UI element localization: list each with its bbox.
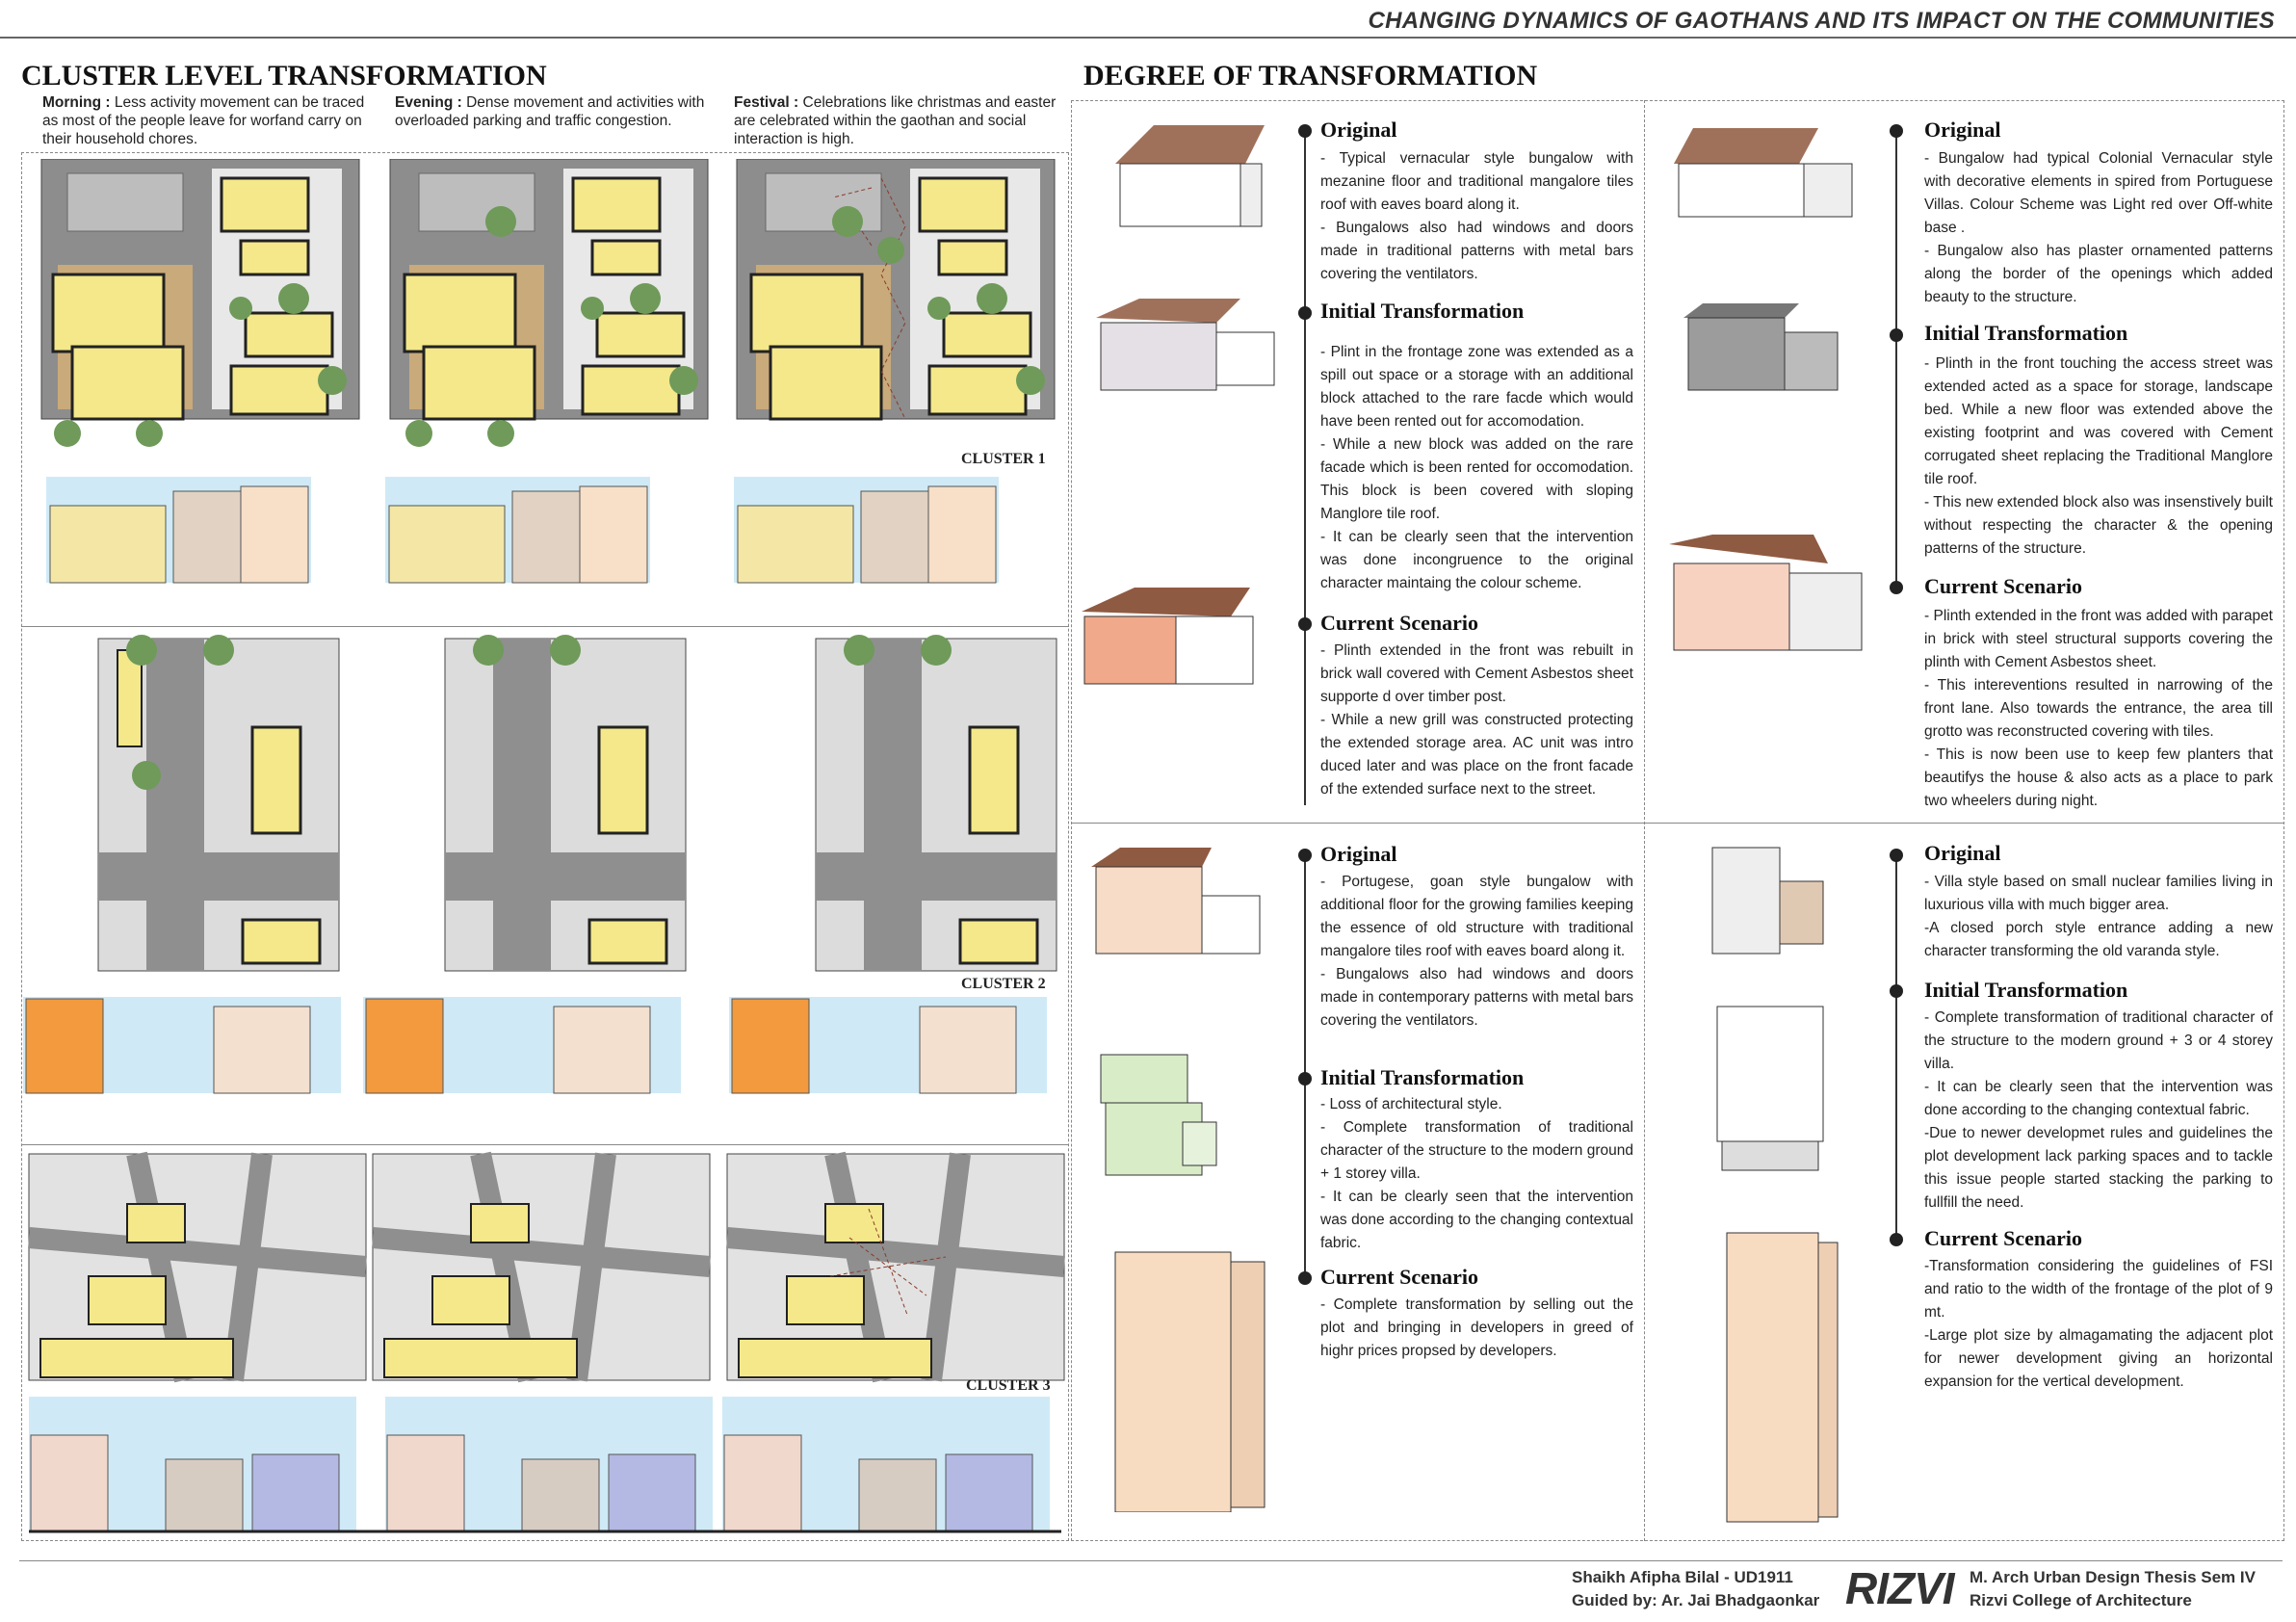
block-3-initial-sketch xyxy=(1100,1054,1217,1176)
cluster-2-streetscapes xyxy=(23,997,1047,1094)
block-3-sketches xyxy=(1091,848,1265,1512)
note-morning-text: Less activity movement can be traced as … xyxy=(42,94,365,147)
cluster-1-morning-plan xyxy=(40,159,360,447)
block-3-current-heading: Current Scenario xyxy=(1320,1265,1478,1289)
block-1-initial-heading: Initial Transformation xyxy=(1320,299,1525,323)
cluster-2-label: CLUSTER 2 xyxy=(961,976,1046,992)
page-header-title: CHANGING DYNAMICS OF GAOTHANS AND ITS IM… xyxy=(1368,8,2275,34)
block-1-original-sketch xyxy=(1115,125,1265,227)
block-4-timeline xyxy=(1895,855,1897,1241)
block-1-dot-3 xyxy=(1298,617,1312,631)
block-4-initial-sketch xyxy=(1716,1006,1824,1171)
block-1-current-heading: Current Scenario xyxy=(1320,611,1478,635)
cluster-3-plans xyxy=(28,1151,1065,1383)
cluster-section-title: CLUSTER LEVEL TRANSFORMATION xyxy=(21,60,547,92)
note-festival-label: Festival : xyxy=(734,94,799,111)
cluster-1-illustrations xyxy=(40,159,1056,584)
cluster-1-festival-plan xyxy=(736,159,1056,421)
cluster-frame xyxy=(21,152,1069,1541)
cluster-1-streetscapes xyxy=(46,477,999,584)
note-evening-text: Dense movement and activities with overl… xyxy=(395,94,705,129)
block-3-initial-text: - Loss of architectural style.- Complete… xyxy=(1320,1096,1633,1251)
block-3-original-heading: Original xyxy=(1320,842,1397,866)
block-3-dot-2 xyxy=(1298,1072,1312,1086)
block-4-original-sketch xyxy=(1711,847,1824,955)
block-4-dot-1 xyxy=(1890,849,1903,862)
footer-rule xyxy=(19,1560,2283,1561)
cluster-divider-2 xyxy=(21,1144,1069,1145)
block-1-current-text: - Plinth extended in the front was rebui… xyxy=(1320,642,1633,798)
note-evening-label: Evening : xyxy=(395,94,462,111)
block-3-original-sketch xyxy=(1091,848,1261,955)
block-3-initial-heading: Initial Transformation xyxy=(1320,1065,1525,1089)
block-1-initial-text: - Plint in the frontage zone was extende… xyxy=(1320,344,1633,591)
block-1-original-text: - Typical vernacular style bungalow with… xyxy=(1320,150,1633,282)
note-morning-label: Morning : xyxy=(42,94,111,111)
cluster-1-label: CLUSTER 1 xyxy=(961,451,1046,467)
block-3-dot-3 xyxy=(1298,1271,1312,1285)
block-4-current-heading: Current Scenario xyxy=(1924,1226,2082,1250)
block-2-timeline xyxy=(1895,131,1897,584)
footer-guide: Guided by: Ar. Jai Bhadgaonkar xyxy=(1572,1591,1820,1609)
block-1-dot-1 xyxy=(1298,124,1312,138)
block-2-initial-heading: Initial Transformation xyxy=(1924,321,2128,345)
block-3-current-text: - Complete transformation by selling out… xyxy=(1320,1296,1633,1359)
block-2-current-sketch xyxy=(1669,535,1863,651)
block-3-original-text: - Portugese, goan style bungalow with ad… xyxy=(1320,874,1633,1029)
degree-frame xyxy=(1071,100,2284,1541)
degree-section-title: DEGREE OF TRANSFORMATION xyxy=(1083,60,1538,92)
block-1-original-heading: Original xyxy=(1320,118,1397,142)
note-festival: Festival : Celebrations like christmas a… xyxy=(734,93,1071,148)
block-2-current-text: - Plinth extended in the front was added… xyxy=(1924,608,2273,809)
block-3-dot-1 xyxy=(1298,849,1312,862)
block-2-original-heading: Original xyxy=(1924,118,2001,142)
rizvi-logo: RIZVI xyxy=(1845,1563,1955,1613)
note-morning: Morning : Less activity movement can be … xyxy=(42,93,379,148)
block-4-original-heading: Original xyxy=(1924,841,2001,865)
degree-hdivider xyxy=(1071,823,2284,824)
block-4-dot-3 xyxy=(1890,1233,1903,1246)
cluster-3-streetscapes xyxy=(29,1397,1061,1533)
block-1-timeline xyxy=(1304,131,1306,805)
block-4-dot-2 xyxy=(1890,984,1903,998)
block-2-initial-text: - Plinth in the front touching the acces… xyxy=(1924,355,2273,557)
block-4-original-text: - Villa style based on small nuclear fam… xyxy=(1924,874,2273,959)
note-evening: Evening : Dense movement and activities … xyxy=(395,93,718,130)
note-festival-text: Celebrations like christmas and easter a… xyxy=(734,94,1057,147)
cluster-3-label: CLUSTER 3 xyxy=(966,1377,1051,1394)
block-1-sketches xyxy=(1082,125,1275,685)
cluster-1-evening-plan xyxy=(389,159,709,447)
block-4-initial-text: - Complete transformation of traditional… xyxy=(1924,1009,2273,1211)
cluster-3-illustrations xyxy=(28,1151,1065,1533)
footer-college: Rizvi College of Architecture xyxy=(1970,1591,2192,1609)
block-1-initial-sketch xyxy=(1096,299,1275,391)
cluster-2-plans xyxy=(97,635,1057,972)
block-3-timeline xyxy=(1304,855,1306,1279)
block-2-dot-1 xyxy=(1890,124,1903,138)
footer-program: M. Arch Urban Design Thesis Sem IV xyxy=(1970,1568,2256,1586)
header-rule xyxy=(0,37,2296,39)
cluster-divider-1 xyxy=(21,626,1069,627)
footer-author: Shaikh Afipha Bilal - UD1911 xyxy=(1572,1568,1793,1586)
block-2-original-sketch xyxy=(1674,128,1853,218)
block-2-original-text: - Bungalow had typical Colonial Vernacul… xyxy=(1924,150,2273,305)
block-4-initial-heading: Initial Transformation xyxy=(1924,978,2128,1002)
block-2-current-heading: Current Scenario xyxy=(1924,574,2082,598)
block-3-current-sketch xyxy=(1114,1251,1265,1512)
cluster-2-illustrations xyxy=(23,635,1057,1094)
block-4-current-text: -Transformation considering the guidelin… xyxy=(1924,1258,2273,1390)
block-2-initial-sketch xyxy=(1683,303,1839,391)
block-2-dot-2 xyxy=(1890,328,1903,342)
block-2-dot-3 xyxy=(1890,581,1903,594)
block-4-current-sketch xyxy=(1726,1232,1839,1523)
block-4-sketches xyxy=(1711,847,1839,1523)
block-2-sketches xyxy=(1669,128,1863,651)
block-1-current-sketch xyxy=(1082,588,1254,685)
block-1-dot-2 xyxy=(1298,306,1312,320)
degree-vdivider xyxy=(1644,100,1645,1541)
